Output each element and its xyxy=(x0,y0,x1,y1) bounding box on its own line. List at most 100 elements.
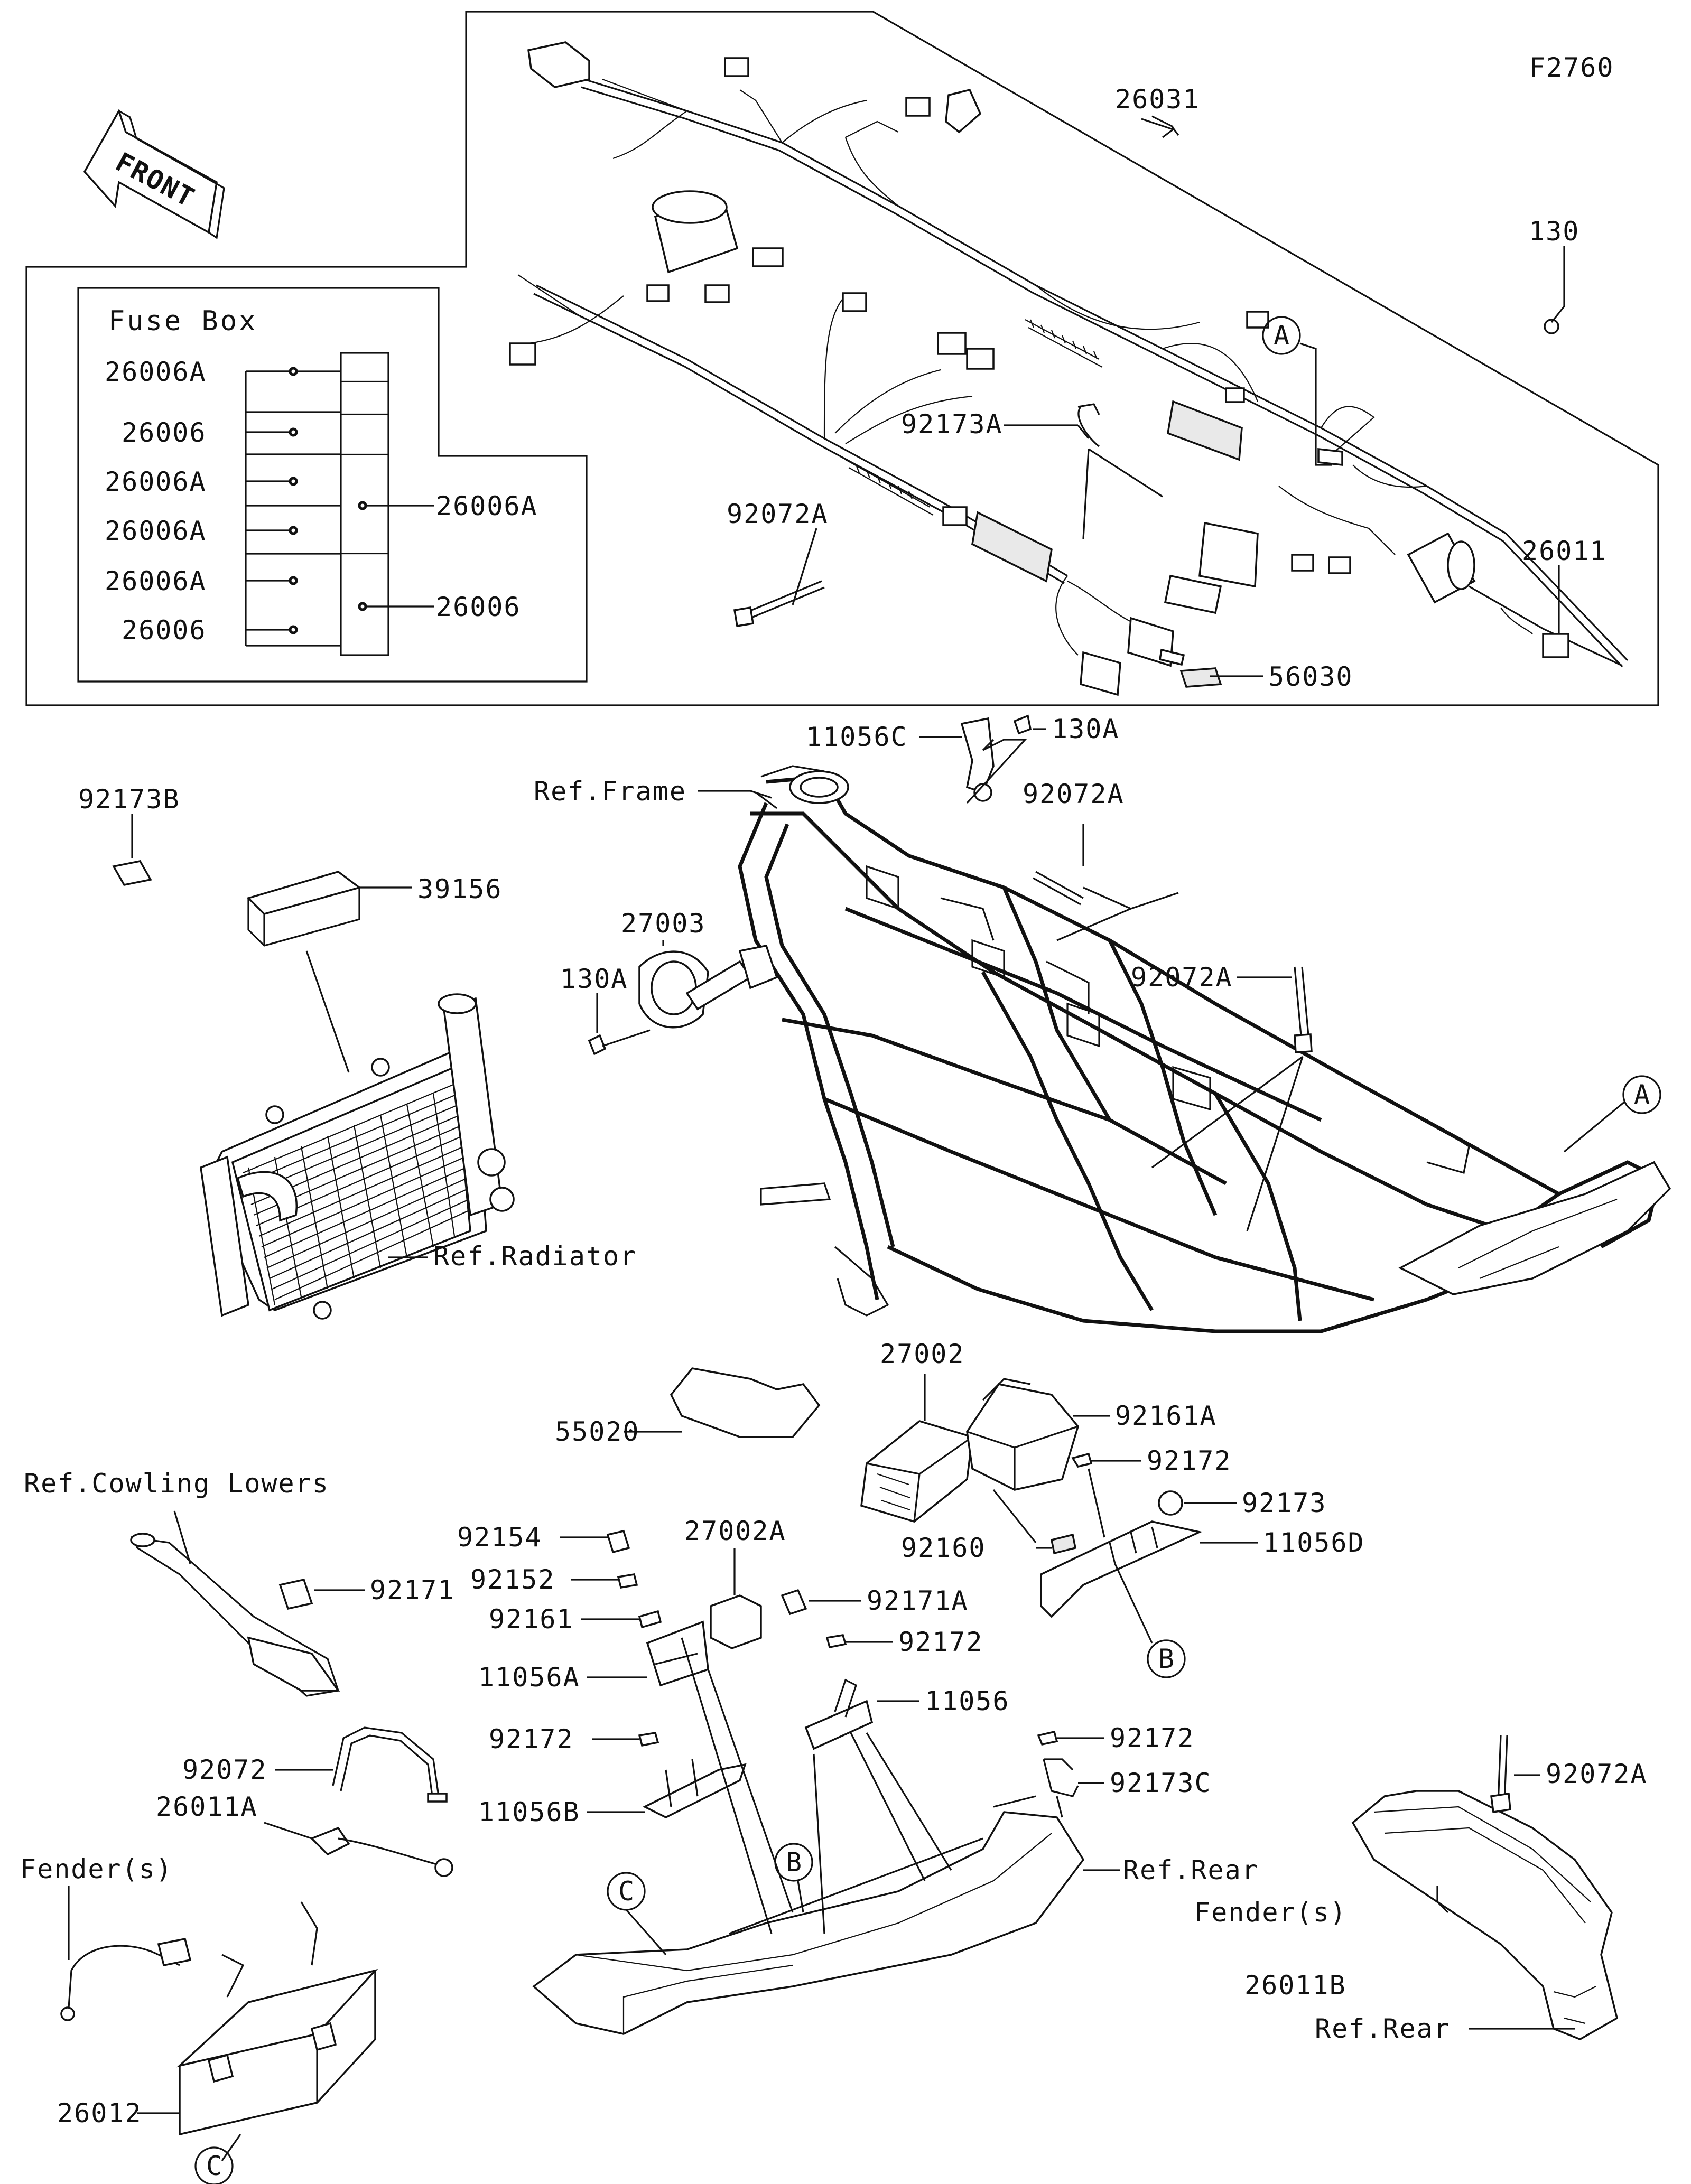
fuse-label-right: 26006A xyxy=(436,491,538,521)
fuse-dot xyxy=(358,501,367,510)
fuse-block xyxy=(340,352,389,656)
part-label: 27003 xyxy=(621,908,706,939)
part-label: 92173A xyxy=(901,409,1003,440)
part-label: Ref.Radiator xyxy=(433,1241,637,1272)
harness-connector xyxy=(724,57,749,77)
rear-fender-center xyxy=(532,1811,1085,2035)
part-label: 26011A xyxy=(156,1791,258,1822)
callouts-harness: 26031 130 92173A 92072A 26011 56030 xyxy=(727,84,1607,692)
ref-marker-b: B xyxy=(774,1843,813,1882)
part-label: 92173C xyxy=(1110,1768,1212,1798)
harness-connector xyxy=(1246,311,1269,329)
motorcycle-frame xyxy=(738,765,1671,1333)
bolt xyxy=(588,1034,607,1056)
battery xyxy=(176,1901,378,2136)
main-wiring-harness xyxy=(509,41,1629,696)
harness-connector xyxy=(704,284,730,303)
front-arrow: FRONT xyxy=(83,108,225,239)
fuse-label-left: 26006 xyxy=(122,615,207,646)
harness-connector xyxy=(752,247,784,267)
harness-connector xyxy=(509,342,536,366)
clip-nut xyxy=(278,1578,313,1610)
cowling-lower-bracket xyxy=(130,1533,340,1697)
cable-tie xyxy=(745,580,825,620)
fuse-label-left: 26006A xyxy=(105,466,207,497)
ref-marker-b: B xyxy=(1147,1639,1186,1678)
part-label: 11056D xyxy=(1263,1527,1365,1558)
fuse-label-left: 26006A xyxy=(105,516,207,546)
part-label: 11056A xyxy=(478,1662,580,1693)
part-label: 92171A xyxy=(867,1585,969,1616)
relay-cylinder-end xyxy=(652,190,728,224)
part-label: 92172 xyxy=(898,1627,983,1657)
part-label: 92160 xyxy=(901,1533,986,1563)
part-label: 55020 xyxy=(555,1416,640,1447)
ref-marker-c: C xyxy=(607,1872,646,1911)
battery-strap xyxy=(332,1726,448,1803)
screw xyxy=(638,1732,659,1747)
harness-mount-clip xyxy=(1159,648,1185,666)
svg-text:B: B xyxy=(1158,1644,1175,1674)
gasket-sheet xyxy=(670,1367,821,1438)
part-label: Ref.Frame xyxy=(534,776,686,807)
relay-small xyxy=(710,1594,762,1649)
fuse-dot xyxy=(289,576,298,585)
battery-cable-negative xyxy=(60,1937,192,2021)
svg-text:C: C xyxy=(206,2151,223,2181)
part-label: 92072A xyxy=(1131,962,1233,993)
screw xyxy=(1071,1452,1093,1468)
rear-fender-right xyxy=(1351,1790,1619,2040)
cable-tie-head xyxy=(733,606,755,628)
battery-cable-positive xyxy=(310,1826,453,1877)
bracket xyxy=(804,1678,874,1750)
harness-connector xyxy=(966,348,995,370)
harness-large-connector xyxy=(1080,651,1121,696)
harness-connector xyxy=(1328,556,1351,574)
harness-connector xyxy=(1542,633,1569,658)
ref-marker-c: C xyxy=(194,2146,234,2184)
clip-nut xyxy=(781,1589,807,1616)
bracket xyxy=(643,1759,747,1818)
relay-cover xyxy=(966,1378,1079,1491)
part-label: 130A xyxy=(560,964,628,994)
svg-text:A: A xyxy=(1634,1079,1651,1110)
harness-end-connector xyxy=(527,41,590,88)
harness-connector xyxy=(942,506,968,526)
part-label: Ref.Cowling Lowers xyxy=(24,1468,329,1499)
cable-tie xyxy=(1294,966,1309,1036)
fuse-box-panel xyxy=(77,287,588,683)
rear-subframe xyxy=(1398,1161,1671,1295)
part-label: 26011 xyxy=(1522,536,1607,566)
fuse-dot xyxy=(358,602,367,611)
harness-connector xyxy=(646,284,670,302)
screw xyxy=(825,1634,847,1649)
part-label: Fender(s) xyxy=(20,1854,173,1884)
spring-nut xyxy=(1050,1533,1077,1555)
harness-clamp xyxy=(1077,403,1100,447)
label-sheet xyxy=(1179,667,1222,688)
radiator xyxy=(200,993,515,1320)
part-label: 92161A xyxy=(1115,1401,1217,1431)
fuse-dot xyxy=(289,427,298,437)
fuse-dot xyxy=(289,477,298,486)
part-label: 92072 xyxy=(182,1754,267,1785)
collar xyxy=(617,1573,638,1589)
radiator-pad xyxy=(246,871,361,915)
part-label: 92172 xyxy=(489,1724,574,1754)
clamp xyxy=(112,860,152,886)
bolt xyxy=(1544,319,1559,334)
relay-socket-base xyxy=(1164,574,1222,614)
part-label: Fender(s) xyxy=(1194,1897,1347,1928)
relay-socket xyxy=(1198,521,1259,588)
part-label: 26031 xyxy=(1115,84,1200,115)
svg-text:C: C xyxy=(618,1876,635,1907)
cable-tie-head xyxy=(1294,1033,1313,1053)
harness-clamp-block xyxy=(971,511,1053,583)
part-label: 92173B xyxy=(78,784,180,815)
bracket-hole xyxy=(973,783,992,802)
bolt xyxy=(606,1529,630,1554)
harness-connector xyxy=(842,292,867,312)
fuse-dot xyxy=(289,367,298,376)
figure-code: F2760 xyxy=(1529,52,1614,83)
part-label: 92072A xyxy=(1546,1759,1648,1789)
